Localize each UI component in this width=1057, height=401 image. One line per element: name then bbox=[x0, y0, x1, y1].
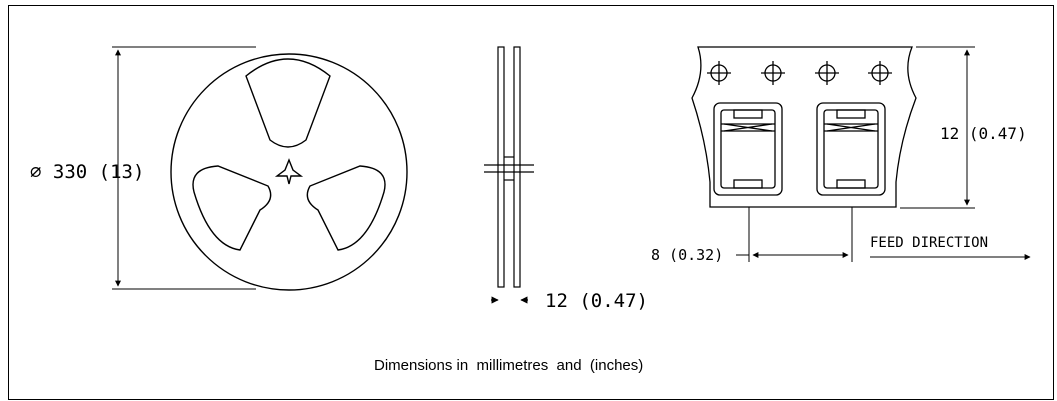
reel-front-view bbox=[170, 53, 408, 291]
reel-hub bbox=[274, 158, 304, 185]
reel-outline bbox=[170, 53, 408, 291]
reel-cutout-right bbox=[306, 165, 386, 251]
reel-cutout-left bbox=[192, 165, 272, 251]
tape-outline bbox=[691, 46, 917, 208]
reel-flange-left bbox=[497, 46, 505, 288]
reel-cutout-top bbox=[245, 58, 331, 148]
tape-height-dimension bbox=[900, 46, 975, 209]
caption: Dimensions in millimetres and (inches) bbox=[374, 357, 643, 374]
tape-pocket-2 bbox=[816, 102, 886, 196]
carrier-tape bbox=[691, 46, 917, 208]
tape-height-label: 12 (0.47) bbox=[940, 124, 1027, 143]
reel-width-label: 12 (0.47) bbox=[545, 290, 648, 312]
diameter-label: ∅ 330 (13) bbox=[30, 161, 144, 183]
feed-direction-label: FEED DIRECTION bbox=[870, 235, 988, 251]
reel-flange-right bbox=[513, 46, 521, 288]
pitch-dimension bbox=[736, 207, 853, 262]
diameter-dimension bbox=[112, 46, 256, 290]
sprocket-holes bbox=[707, 61, 892, 85]
tape-pocket-1 bbox=[713, 102, 783, 196]
pitch-label: 8 (0.32) bbox=[651, 246, 723, 264]
reel-side-view bbox=[484, 46, 534, 304]
